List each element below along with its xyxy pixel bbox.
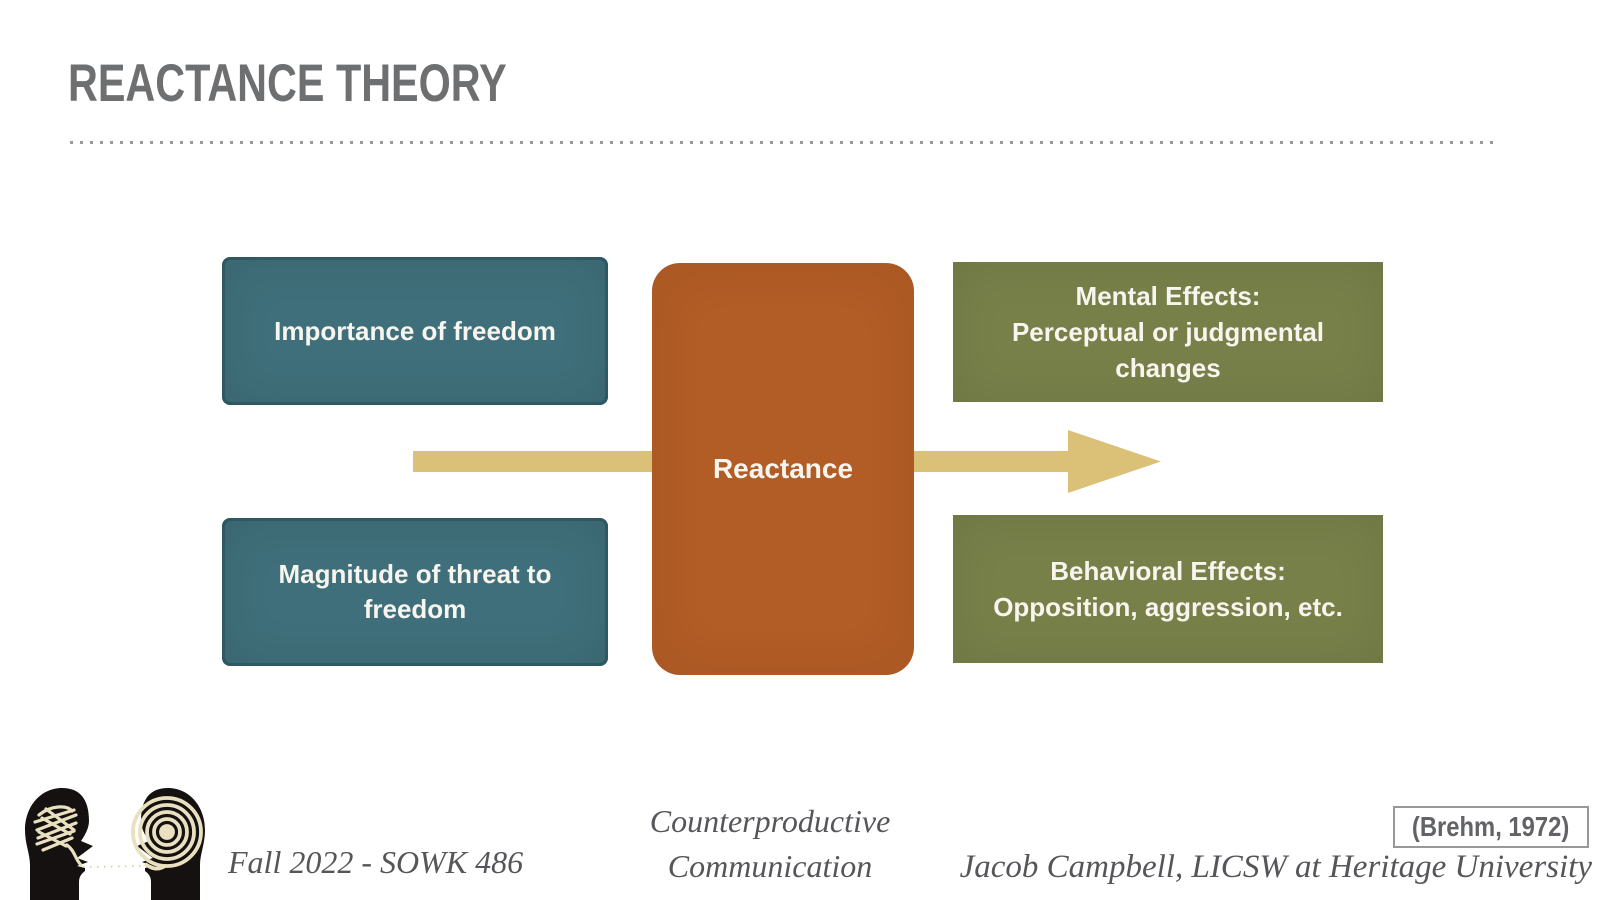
citation-box: (Brehm, 1972) [1393,806,1589,848]
output-box-behavioral-effects: Behavioral Effects: Opposition, aggressi… [953,515,1383,663]
speech-dotted-line [82,865,147,868]
input-box-magnitude-of-threat: Magnitude of threat to freedom [222,518,608,666]
input-box-label: Importance of freedom [274,315,556,346]
input-box-label: Magnitude of threat to freedom [278,559,552,624]
author-line: Jacob Campbell, LICSW at Heritage Univer… [959,849,1592,885]
citation-label: (Brehm, 1972) [1412,811,1570,842]
reactance-center-box: Reactance [652,263,914,675]
presentation-title: Counterproductive Communication [649,803,891,884]
input-box-importance-of-freedom: Importance of freedom [222,257,608,405]
page-title: REACTANCE THEORY [68,54,507,113]
spiral-center-dot [162,827,172,837]
reactance-label: Reactance [712,453,854,484]
scribble-brain [33,805,83,867]
spiral-brain [131,796,203,871]
two-heads-communication-icon [25,788,205,900]
title-divider [70,141,1498,144]
course-label: Fall 2022 - SOWK 486 [228,844,524,880]
output-box-label: Behavioral Effects: Opposition, aggressi… [993,556,1343,622]
output-box-mental-effects: Mental Effects: Perceptual or judgmental… [953,262,1383,402]
output-box-label: Mental Effects: Perceptual or judgmental… [1011,281,1325,383]
